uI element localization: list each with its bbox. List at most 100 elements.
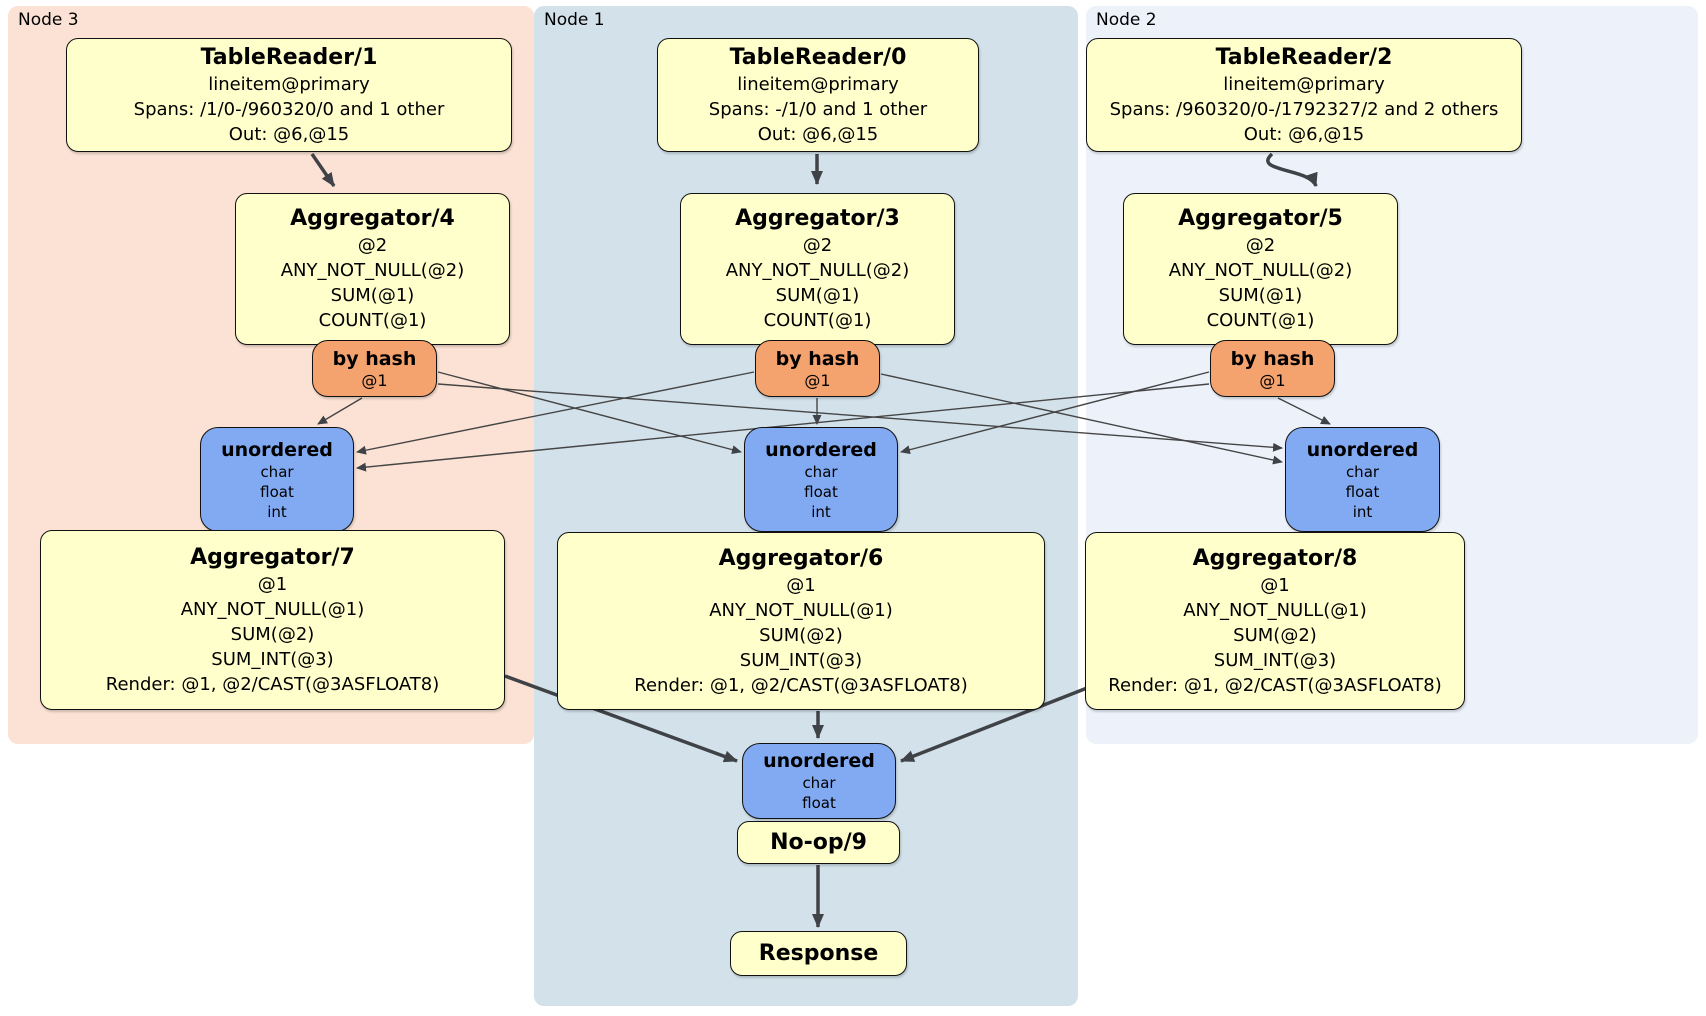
node-aggregator-8: Aggregator/8 @1 ANY_NOT_NULL(@1) SUM(@2)… xyxy=(1085,532,1465,710)
node-line: Out: @6,@15 xyxy=(228,123,350,145)
node-title: by hash xyxy=(1230,348,1315,370)
node-tablereader-1: TableReader/1 lineitem@primary Spans: /1… xyxy=(66,38,512,152)
node-line: char xyxy=(802,774,836,792)
edge-bh4-un8 xyxy=(437,383,1283,452)
node-line: Render: @1, @2/CAST(@3ASFLOAT8) xyxy=(634,674,968,696)
node-title: by hash xyxy=(775,348,860,370)
node-title: unordered xyxy=(1306,438,1419,461)
node-line: @1 xyxy=(804,371,831,390)
node-line: @1 xyxy=(257,573,288,595)
node-title: TableReader/0 xyxy=(729,44,907,70)
node-unordered-sync-7: unordered char float int xyxy=(200,427,354,532)
node-title: Aggregator/4 xyxy=(290,206,455,231)
node-line: COUNT(@1) xyxy=(1206,310,1315,331)
node-line: Out: @6,@15 xyxy=(1243,123,1365,145)
node-line: lineitem@primary xyxy=(1223,73,1385,95)
node-line: SUM(@1) xyxy=(330,285,415,306)
node-title: Aggregator/7 xyxy=(190,544,355,570)
edge-tr1-agg4 xyxy=(310,153,336,187)
node-title: Aggregator/5 xyxy=(1178,206,1343,231)
node-line: @1 xyxy=(361,371,388,390)
node-line: Spans: /1/0-/960320/0 and 1 other xyxy=(133,98,445,120)
edge-bh3-un7 xyxy=(356,371,755,455)
node-line: Render: @1, @2/CAST(@3ASFLOAT8) xyxy=(105,673,440,695)
node-line: ANY_NOT_NULL(@2) xyxy=(725,260,910,281)
node-title: Aggregator/8 xyxy=(1192,545,1358,571)
region-label-node-2: Node 2 xyxy=(1096,10,1157,30)
node-line: float xyxy=(1345,482,1380,501)
node-title: by hash xyxy=(332,348,417,370)
node-aggregator-4: Aggregator/4 @2 ANY_NOT_NULL(@2) SUM(@1)… xyxy=(235,193,510,345)
node-aggregator-7: Aggregator/7 @1 ANY_NOT_NULL(@1) SUM(@2)… xyxy=(40,530,505,710)
node-line: SUM(@1) xyxy=(1218,285,1303,306)
node-line: @2 xyxy=(802,235,833,256)
node-by-hash-router-3: by hash @1 xyxy=(755,340,880,397)
node-aggregator-6: Aggregator/6 @1 ANY_NOT_NULL(@1) SUM(@2)… xyxy=(557,532,1045,710)
node-line: char xyxy=(804,462,838,481)
node-aggregator-5: Aggregator/5 @2 ANY_NOT_NULL(@2) SUM(@1)… xyxy=(1123,193,1398,345)
node-line: SUM(@1) xyxy=(775,285,860,306)
node-line: SUM(@2) xyxy=(1233,624,1317,646)
node-noop-9: No-op/9 xyxy=(737,821,900,864)
node-line: SUM(@2) xyxy=(230,623,315,645)
node-title: Aggregator/6 xyxy=(718,545,884,571)
edge-bh5-un7 xyxy=(356,383,1210,472)
node-unordered-sync-8: unordered char float int xyxy=(1285,427,1440,532)
node-line: SUM_INT(@3) xyxy=(739,649,863,671)
node-line: Spans: -/1/0 and 1 other xyxy=(708,98,928,120)
node-title: unordered xyxy=(221,438,333,461)
node-line: char xyxy=(1345,462,1380,481)
node-line: ANY_NOT_NULL(@1) xyxy=(709,599,893,621)
node-line: Render: @1, @2/CAST(@3ASFLOAT8) xyxy=(1108,674,1442,696)
node-line: ANY_NOT_NULL(@1) xyxy=(1183,599,1367,621)
node-unordered-sync-6: unordered char float int xyxy=(744,427,898,532)
node-line: ANY_NOT_NULL(@1) xyxy=(180,598,365,620)
node-line: @2 xyxy=(1245,235,1276,256)
node-line: SUM(@2) xyxy=(759,624,843,646)
edge-bh4-un6 xyxy=(437,371,742,455)
node-line: SUM_INT(@3) xyxy=(1213,649,1337,671)
node-title: TableReader/2 xyxy=(1215,44,1393,70)
edge-bh5-un6 xyxy=(900,371,1210,455)
node-unordered-sync-final: unordered char float xyxy=(742,743,896,819)
node-title: Response xyxy=(758,940,879,966)
edge-bh3-un8 xyxy=(880,373,1283,465)
node-title: Aggregator/3 xyxy=(735,206,900,231)
node-line: ANY_NOT_NULL(@2) xyxy=(280,260,465,281)
node-line: char xyxy=(260,462,294,481)
node-title: unordered xyxy=(763,750,875,772)
edge-tr2-agg5 xyxy=(1266,152,1318,187)
node-line: @1 xyxy=(1260,574,1290,596)
node-line: int xyxy=(267,502,287,521)
node-line: Spans: /960320/0-/1792327/2 and 2 others xyxy=(1109,98,1499,120)
region-label-node-1: Node 1 xyxy=(544,10,605,30)
node-tablereader-0: TableReader/0 lineitem@primary Spans: -/… xyxy=(657,38,979,152)
node-tablereader-2: TableReader/2 lineitem@primary Spans: /9… xyxy=(1086,38,1522,152)
node-title: unordered xyxy=(765,438,877,461)
node-line: ANY_NOT_NULL(@2) xyxy=(1168,260,1353,281)
node-line: SUM_INT(@3) xyxy=(211,648,334,670)
node-title: No-op/9 xyxy=(770,829,867,855)
node-by-hash-router-5: by hash @1 xyxy=(1210,340,1335,397)
node-line: float xyxy=(802,794,836,812)
edge-agg7-unf xyxy=(504,674,738,763)
edge-bh5-un8 xyxy=(1277,397,1331,425)
node-by-hash-router-4: by hash @1 xyxy=(312,340,437,397)
node-line: int xyxy=(1352,502,1373,521)
node-title: TableReader/1 xyxy=(200,44,378,70)
node-line: COUNT(@1) xyxy=(763,310,872,331)
node-line: float xyxy=(260,482,294,501)
node-line: float xyxy=(804,482,838,501)
node-line: @1 xyxy=(1259,371,1286,390)
node-response: Response xyxy=(730,931,907,976)
node-line: Out: @6,@15 xyxy=(757,123,879,145)
node-line: @1 xyxy=(786,574,816,596)
node-line: @2 xyxy=(357,235,388,256)
node-aggregator-3: Aggregator/3 @2 ANY_NOT_NULL(@2) SUM(@1)… xyxy=(680,193,955,345)
node-line: int xyxy=(811,502,831,521)
node-line: COUNT(@1) xyxy=(318,310,427,331)
edge-bh4-un7 xyxy=(317,397,363,425)
node-line: lineitem@primary xyxy=(737,73,899,95)
